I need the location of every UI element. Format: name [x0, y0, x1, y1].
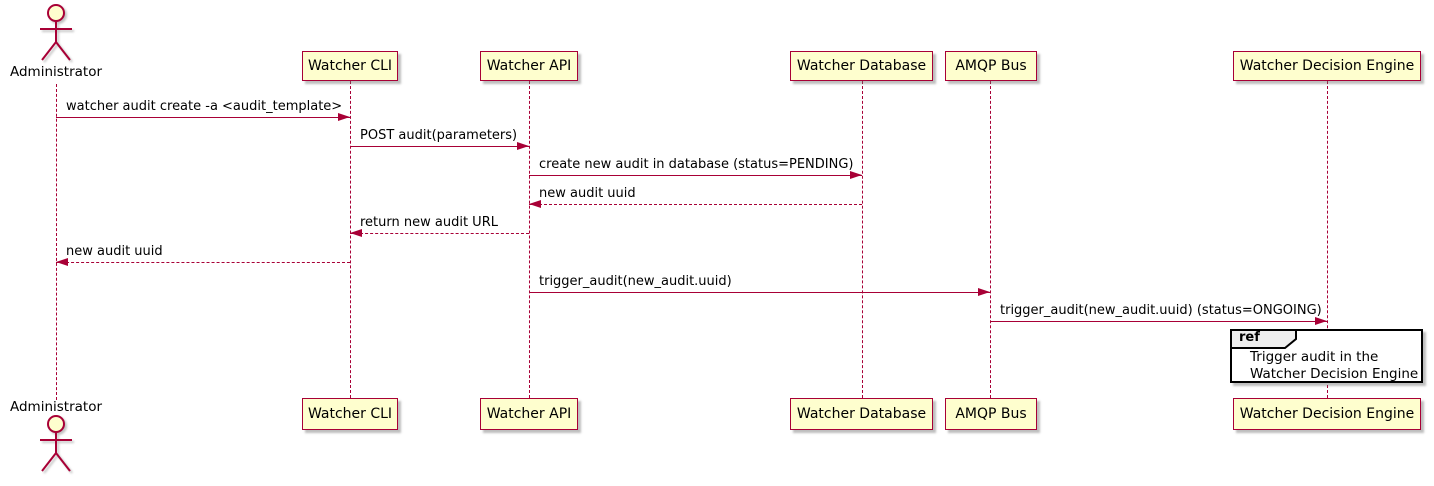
ref-text-line: Watcher Decision Engine [1250, 365, 1419, 382]
ref-keyword: ref [1239, 330, 1260, 345]
lifeline-participant [862, 81, 863, 398]
message-line [529, 292, 990, 293]
message-line [529, 175, 862, 176]
lifeline-participant [529, 81, 530, 398]
participant-box-bottom: Watcher API [480, 398, 578, 430]
participant-box-top: Watcher Decision Engine [1233, 51, 1421, 81]
actor-name-top: Administrator [9, 64, 103, 80]
message-label: trigger_audit(new_audit.uuid) [539, 274, 732, 289]
message-arrowhead [978, 288, 990, 296]
participant-box-bottom: AMQP Bus [945, 398, 1037, 430]
participant-box-top: Watcher Database [790, 51, 933, 81]
person-icon [40, 4, 72, 61]
message-arrowhead [850, 171, 862, 179]
participant-box-top: Watcher CLI [302, 51, 398, 81]
message-line [56, 262, 350, 263]
message-label: new audit uuid [539, 186, 636, 201]
actor-name-bottom: Administrator [9, 399, 103, 415]
message-line [990, 321, 1327, 322]
message-line [350, 233, 529, 234]
person-icon [40, 415, 72, 472]
participant-box-top: AMQP Bus [945, 51, 1037, 81]
message-label: watcher audit create -a <audit_template> [66, 99, 343, 114]
message-arrowhead [350, 229, 362, 237]
lifeline-participant [990, 81, 991, 398]
ref-fragment-tab: ref [1230, 329, 1298, 349]
message-arrowhead [1315, 317, 1327, 325]
message-label: new audit uuid [66, 244, 163, 259]
participant-box-top: Watcher API [480, 51, 578, 81]
message-line [350, 146, 529, 147]
lifeline-participant [350, 81, 351, 398]
message-label: create new audit in database (status=PEN… [539, 157, 854, 172]
message-arrowhead [338, 113, 350, 121]
ref-fragment-text: Trigger audit in the Watcher Decision En… [1232, 349, 1421, 382]
message-arrowhead [517, 142, 529, 150]
actor-figure-top [33, 3, 79, 67]
message-label: POST audit(parameters) [360, 128, 518, 143]
participant-box-bottom: Watcher Decision Engine [1233, 398, 1421, 430]
participant-box-bottom: Watcher CLI [302, 398, 398, 430]
actor-figure-bottom [33, 414, 79, 478]
ref-tab-shape [1230, 329, 1297, 349]
message-label: return new audit URL [360, 215, 498, 230]
participant-box-bottom: Watcher Database [790, 398, 933, 430]
ref-text-line: Trigger audit in the [1250, 349, 1379, 365]
message-arrowhead [529, 200, 541, 208]
ref-fragment: ref Trigger audit in the Watcher Decisio… [1230, 329, 1423, 383]
message-line [56, 117, 350, 118]
message-arrowhead [56, 258, 68, 266]
message-label: trigger_audit(new_audit.uuid) (status=ON… [1000, 303, 1322, 318]
message-line [529, 204, 862, 205]
lifeline-participant [1327, 81, 1328, 398]
lifeline-administrator [56, 84, 57, 400]
